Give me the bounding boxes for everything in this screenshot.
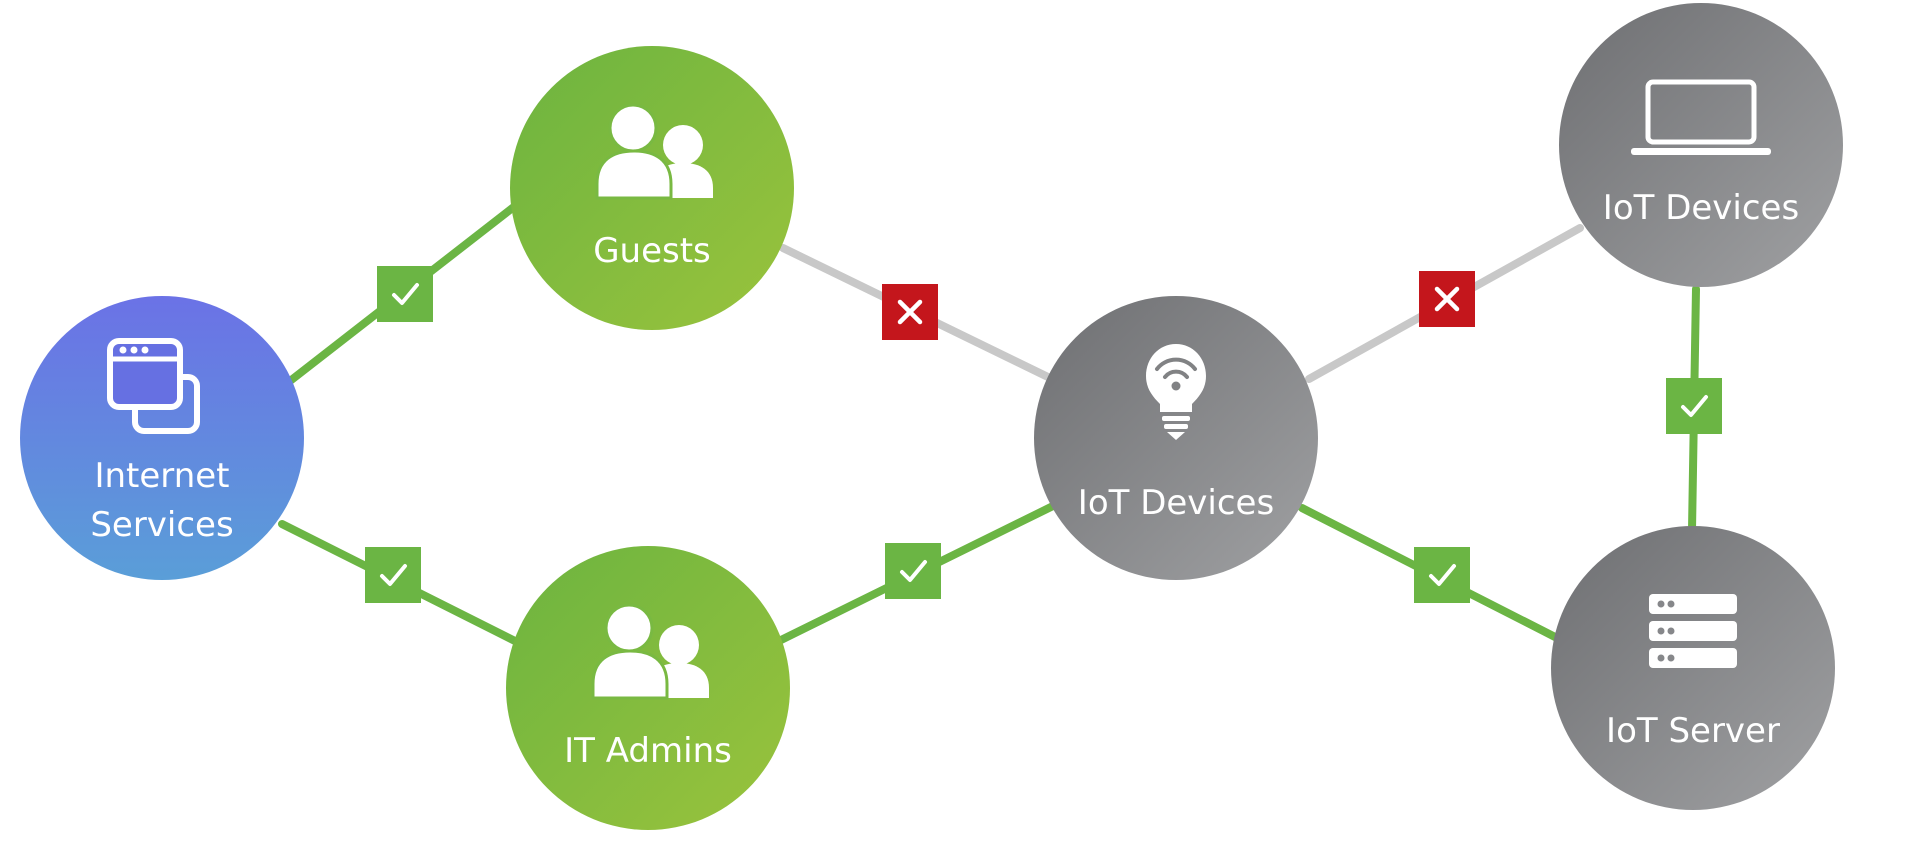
node-label: IoT Devices [1078, 483, 1274, 523]
node-label: Internet [94, 456, 229, 496]
node-iot-devices-center[interactable]: IoT Devices [1034, 296, 1318, 580]
node-it-admins[interactable]: IT Admins [506, 546, 790, 830]
users-icon [595, 103, 713, 200]
blocked-badge [882, 284, 938, 340]
browser-windows-icon [107, 338, 200, 434]
node-internet-services[interactable]: Internet Services [20, 296, 304, 580]
node-label: IoT Server [1606, 711, 1780, 751]
blocked-badge [1419, 271, 1475, 327]
node-label: Services [90, 505, 233, 545]
users-icon [591, 603, 709, 700]
allowed-badge [1414, 547, 1470, 603]
server-icon [1649, 594, 1737, 668]
allowed-badge [377, 266, 433, 322]
allowed-badge [365, 547, 421, 603]
smart-bulb-wifi-icon [1146, 344, 1206, 440]
node-iot-server[interactable]: IoT Server [1551, 526, 1835, 810]
node-label: IT Admins [564, 731, 732, 771]
node-label: IoT Devices [1603, 188, 1799, 228]
node-iot-devices-top[interactable]: IoT Devices [1559, 3, 1843, 287]
allowed-badge [885, 543, 941, 599]
allowed-badge [1666, 378, 1722, 434]
node-guests[interactable]: Guests [510, 46, 794, 330]
laptop-icon [1631, 79, 1771, 155]
node-label: Guests [593, 231, 711, 271]
